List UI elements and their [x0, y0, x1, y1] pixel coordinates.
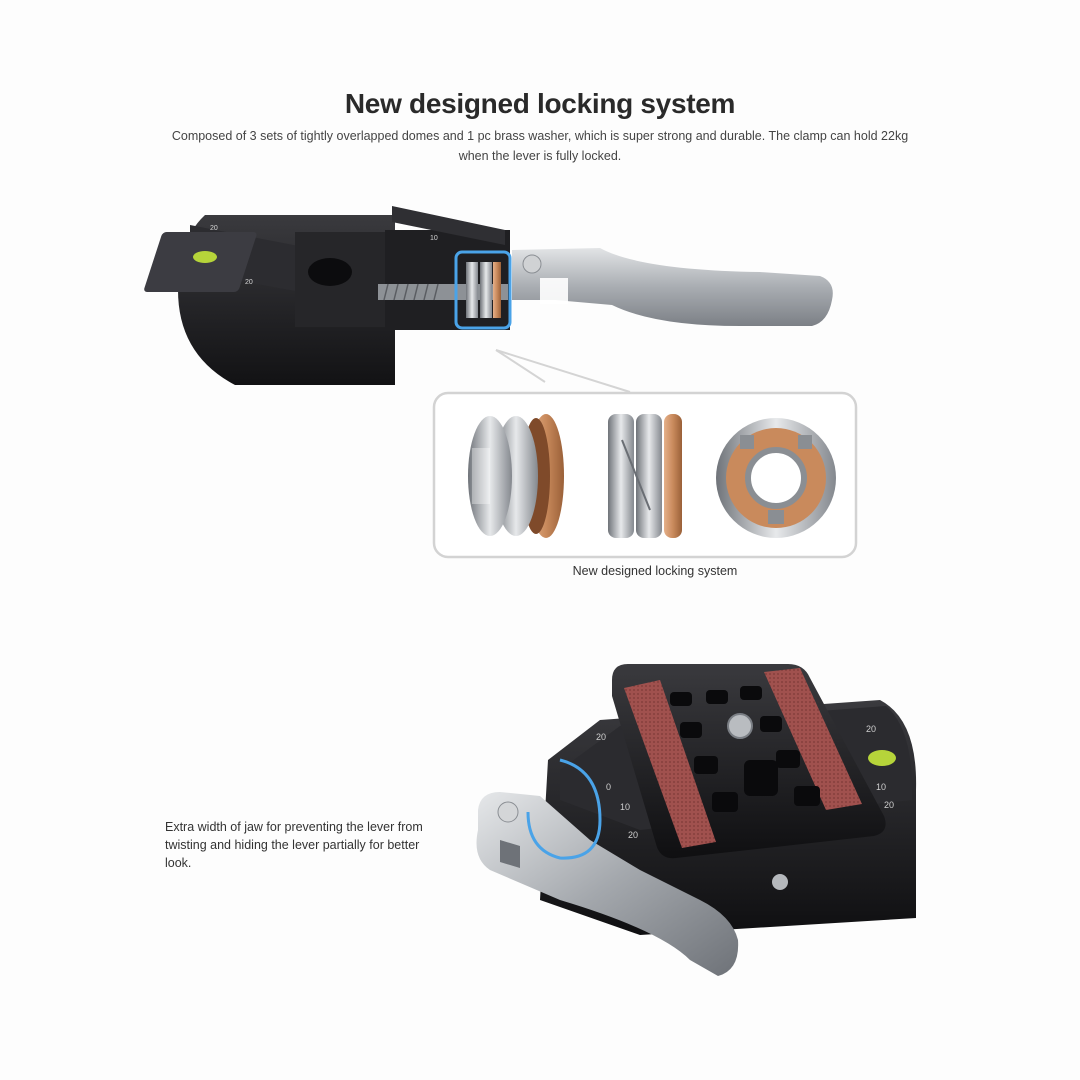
- jaw-feature-note: Extra width of jaw for preventing the le…: [165, 820, 423, 870]
- scale-mark: 10: [620, 802, 630, 812]
- scale-mark: 20: [628, 830, 638, 840]
- mounting-screw-icon: [727, 713, 753, 739]
- lever-arm: [512, 248, 833, 326]
- jaw-highlight: [526, 758, 602, 860]
- clamp-base: 20 0 10 20 20 10 20: [540, 700, 917, 935]
- scale-mark: 0: [606, 782, 611, 792]
- scale-mark: 10: [430, 235, 438, 242]
- lever-arm-bottom: [476, 792, 739, 976]
- detail-caption: New designed locking system: [572, 564, 738, 578]
- clamp-top-illustration: 20 20 10: [144, 206, 858, 559]
- lever-pivot-icon: [497, 801, 519, 823]
- screw-head-icon: [522, 254, 542, 274]
- scale-mark: 20: [245, 279, 253, 286]
- dome-set-angled: [468, 414, 564, 538]
- scale-mark: 20: [210, 225, 218, 232]
- scale-mark: 20: [866, 724, 876, 734]
- dome-set-side: [608, 414, 682, 538]
- dome-set-front: [716, 418, 836, 538]
- highlight-box: [454, 250, 512, 330]
- page-title: New designed locking system: [344, 88, 736, 119]
- scale-mark: 10: [876, 782, 886, 792]
- page-description: Composed of 3 sets of tightly overlapped…: [171, 129, 909, 163]
- scale-mark: 20: [884, 800, 894, 810]
- clamp-body: 20 20 10: [144, 206, 512, 385]
- scale-mark: 20: [596, 732, 606, 742]
- quick-release-plate: [612, 664, 886, 859]
